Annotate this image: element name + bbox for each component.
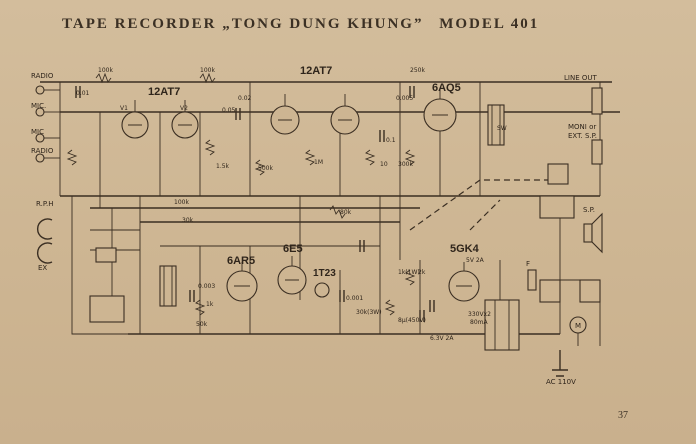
label-tube-6e5: 6E5 — [283, 243, 303, 255]
label-tube-5gk4: 5GK4 — [450, 243, 480, 255]
title-text: TAPE RECORDER „TONG DUNG KHUNG” — [62, 16, 424, 32]
input-jack-radio-2 — [35, 153, 60, 163]
label-100k-b: 100k — [200, 67, 215, 74]
label-0003: 0.003 — [198, 283, 215, 290]
label-1m: 1M — [314, 159, 323, 166]
model-text: MODEL 401 — [439, 16, 540, 32]
label-tube-12at7-b: 12AT7 — [300, 65, 332, 77]
label-100k-a: 100k — [98, 67, 113, 74]
input-jack-mic-1 — [35, 107, 60, 117]
label-radio-2: RADIO — [31, 147, 54, 155]
label-tube-6aq5: 6AQ5 — [432, 82, 461, 94]
tube-12at7-a — [121, 100, 199, 139]
head-rph — [36, 218, 53, 240]
label-sw: SW — [497, 125, 507, 132]
label-330vx2: 330Vx2 — [468, 311, 491, 318]
label-motor: M — [575, 322, 581, 330]
mechanical-link-1 — [409, 179, 560, 231]
label-250k: 250k — [410, 67, 425, 74]
label-5v-2a: 5V 2A — [466, 257, 485, 264]
tube-5gk4 — [448, 262, 480, 302]
label-80k: 80k — [340, 209, 352, 216]
input-jack-mic-2 — [35, 133, 60, 143]
label-002: 0.02 — [238, 95, 252, 102]
label-001-a: 0.01 — [76, 90, 90, 97]
label-100k-c: 100k — [174, 199, 189, 206]
ac-plug-icon — [552, 350, 568, 377]
label-15k: 1.5k — [216, 163, 230, 170]
label-30k: 30k — [182, 217, 194, 224]
label-01: 0.1 — [386, 137, 396, 144]
label-fuse: F — [526, 260, 530, 268]
speaker-icon — [583, 212, 603, 254]
label-50k: 50k — [196, 321, 208, 328]
lamp-1t23 — [314, 282, 330, 298]
label-mic-2: MIC — [31, 128, 44, 136]
tube-6ar5 — [226, 262, 258, 302]
label-mic-1: MIC. — [31, 102, 46, 110]
motor-icon — [560, 279, 601, 346]
fuse-icon — [527, 269, 537, 291]
left-vertical-3 — [71, 196, 128, 335]
label-80ma: 80mA — [470, 319, 488, 326]
label-sp: S.P. — [583, 206, 595, 214]
switch-box-group — [89, 163, 601, 323]
rec-switch-bus — [90, 229, 140, 251]
label-1k: 1k — [206, 301, 214, 308]
page-title: TAPE RECORDER „TONG DUNG KHUNG” MODEL 40… — [62, 16, 622, 33]
page-number: 37 — [618, 410, 628, 421]
moni-jack — [591, 139, 603, 165]
line-out-jack — [591, 87, 603, 115]
label-radio-1: RADIO — [31, 72, 54, 80]
label-line-out: LINE OUT — [564, 74, 597, 82]
label-v2: V2 — [180, 105, 188, 112]
label-8u-450v: 8µ(450V) — [398, 317, 426, 324]
label-ext-sp: EXT. S.P. — [568, 132, 597, 140]
label-0005: 0.005 — [396, 95, 413, 102]
label-lamp-1t23: 1T23 — [313, 268, 336, 279]
label-ac: AC 110V — [546, 378, 576, 386]
power-transformer — [484, 299, 520, 351]
label-30k-3w: 30k(3W) — [356, 309, 382, 316]
label-63v-2a: 6.3V 2A — [430, 335, 454, 342]
label-v1: V1 — [120, 105, 128, 112]
mechanical-link-2 — [469, 199, 501, 231]
label-005: 0.05 — [222, 107, 236, 114]
resistor-group — [66, 72, 416, 316]
label-tube-6ar5: 6AR5 — [227, 255, 255, 267]
input-jack-radio-1 — [35, 85, 60, 95]
label-10: 10 — [380, 161, 388, 168]
capacitor-group — [75, 86, 435, 322]
tube-12at7-b — [270, 94, 360, 135]
tube-6e5 — [277, 256, 307, 295]
label-tube-12at7-a: 12AT7 — [148, 86, 180, 98]
label-500k: 500k — [258, 165, 273, 172]
label-300k: 300k — [398, 161, 413, 168]
output-transformer — [487, 104, 505, 146]
label-ex: EX — [38, 264, 47, 272]
label-rph: R.P.H — [36, 200, 53, 208]
tube-6aq5 — [423, 88, 457, 132]
bias-oscillator-coil — [159, 265, 177, 307]
label-0001: 0.001 — [346, 295, 363, 302]
label-moni: MONI or — [568, 123, 596, 131]
head-ex — [36, 242, 53, 264]
label-2k: 2k — [418, 269, 426, 276]
label-1k-1w: 1k(1W) — [398, 269, 420, 276]
